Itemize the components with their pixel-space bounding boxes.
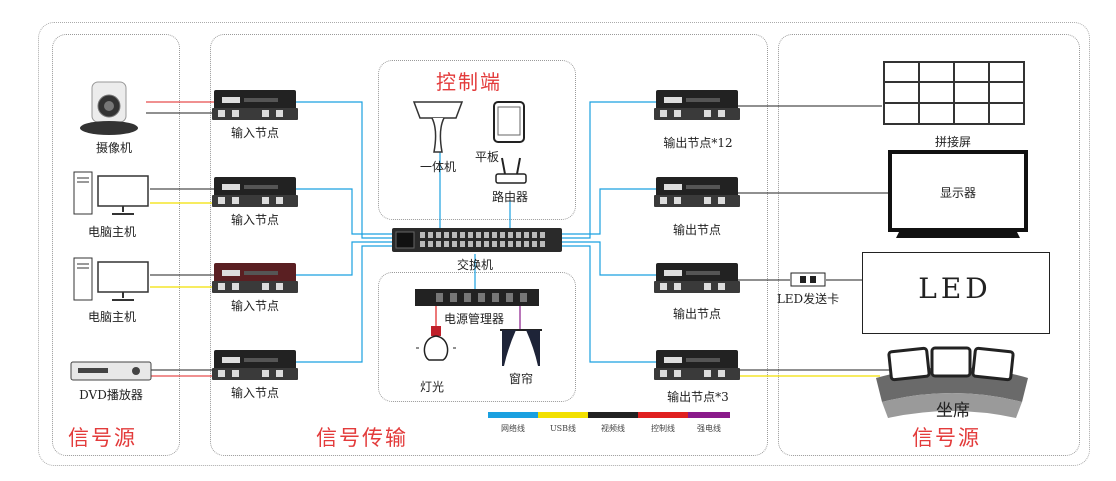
- control-panel: [378, 60, 576, 220]
- camera-label: 摄像机: [95, 141, 132, 155]
- section-title-middle: 信号传输: [316, 426, 408, 450]
- splice-screen-icon: [883, 61, 1025, 125]
- tablet-icon: [493, 101, 525, 143]
- output-node-label-2: 输出节点: [672, 223, 721, 237]
- input-node-label-3: 输入节点: [230, 299, 279, 313]
- monitor-icon: [888, 150, 1028, 238]
- curtain-icon: [500, 329, 542, 366]
- network-switch: [392, 228, 562, 252]
- legend-swatch-video: [588, 412, 638, 418]
- led-sender-card-label: LED发送卡: [776, 292, 840, 306]
- curtain-label: 窗帘: [508, 372, 533, 386]
- output-node-label-4: 输出节点*3: [667, 390, 729, 404]
- light-label: 灯光: [419, 380, 444, 394]
- input-node-label-4: 输入节点: [230, 386, 279, 400]
- legend-label-video: 视频线: [601, 424, 625, 433]
- router-icon: [495, 157, 527, 184]
- all-in-one-icon: [412, 101, 464, 153]
- control-title: 控制端: [436, 70, 502, 94]
- power-manager-label: 电源管理器: [443, 312, 504, 326]
- router-label: 路由器: [491, 190, 528, 204]
- dvd-player-icon: [70, 361, 152, 381]
- led-sender-card-icon: [790, 272, 826, 287]
- seat-label: 坐席: [936, 401, 970, 421]
- camera-icon: [80, 81, 138, 135]
- legend-swatch-network: [488, 412, 538, 418]
- input-node-3: [212, 263, 298, 293]
- legend-label-power: 强电线: [697, 424, 721, 433]
- output-node-2: [654, 177, 740, 207]
- output-node-label-3: 输出节点: [672, 307, 721, 321]
- transmission-panel: [210, 34, 768, 456]
- led-screen: [862, 252, 1050, 334]
- output-node-label-1: 输出节点*12: [663, 136, 733, 150]
- legend-label-network: 网络线: [501, 424, 525, 433]
- splice-screen-label: 拼接屏: [934, 135, 971, 149]
- pc-icon-1: [73, 171, 149, 215]
- outer-frame: [38, 22, 1090, 466]
- dvd-label: DVD播放器: [79, 388, 143, 402]
- switch-label: 交换机: [456, 258, 493, 272]
- legend-label-control: 控制线: [651, 424, 675, 433]
- led-screen-text: LED: [918, 272, 992, 305]
- monitor-label: 显示器: [939, 186, 976, 200]
- pc-icon-2: [73, 257, 149, 301]
- seat-console-icon: [876, 346, 1028, 418]
- pc-label-2: 电脑主机: [87, 310, 136, 324]
- source-panel-left: [52, 34, 180, 456]
- section-title-right: 信号源: [912, 426, 981, 450]
- destination-panel-right: [778, 34, 1080, 456]
- section-title-left: 信号源: [68, 426, 137, 450]
- power-panel: [378, 272, 576, 402]
- legend-swatch-usb: [538, 412, 588, 418]
- legend-label-usb: USB线: [549, 424, 577, 433]
- output-node-4: [654, 350, 740, 380]
- legend-swatch-power: [688, 412, 730, 418]
- input-node-1: [212, 90, 298, 120]
- pc-label-1: 电脑主机: [87, 225, 136, 239]
- output-node-3: [654, 263, 740, 293]
- input-node-label-2: 输入节点: [230, 213, 279, 227]
- output-node-1: [654, 90, 740, 120]
- tablet-label: 平板: [474, 150, 499, 164]
- all-in-one-label: 一体机: [419, 160, 456, 174]
- light-bulb-icon: [416, 326, 456, 361]
- input-node-4: [212, 350, 298, 380]
- legend-swatch-control: [638, 412, 688, 418]
- input-node-label-1: 输入节点: [230, 126, 279, 140]
- input-node-2: [212, 177, 298, 207]
- power-manager-icon: [415, 289, 539, 306]
